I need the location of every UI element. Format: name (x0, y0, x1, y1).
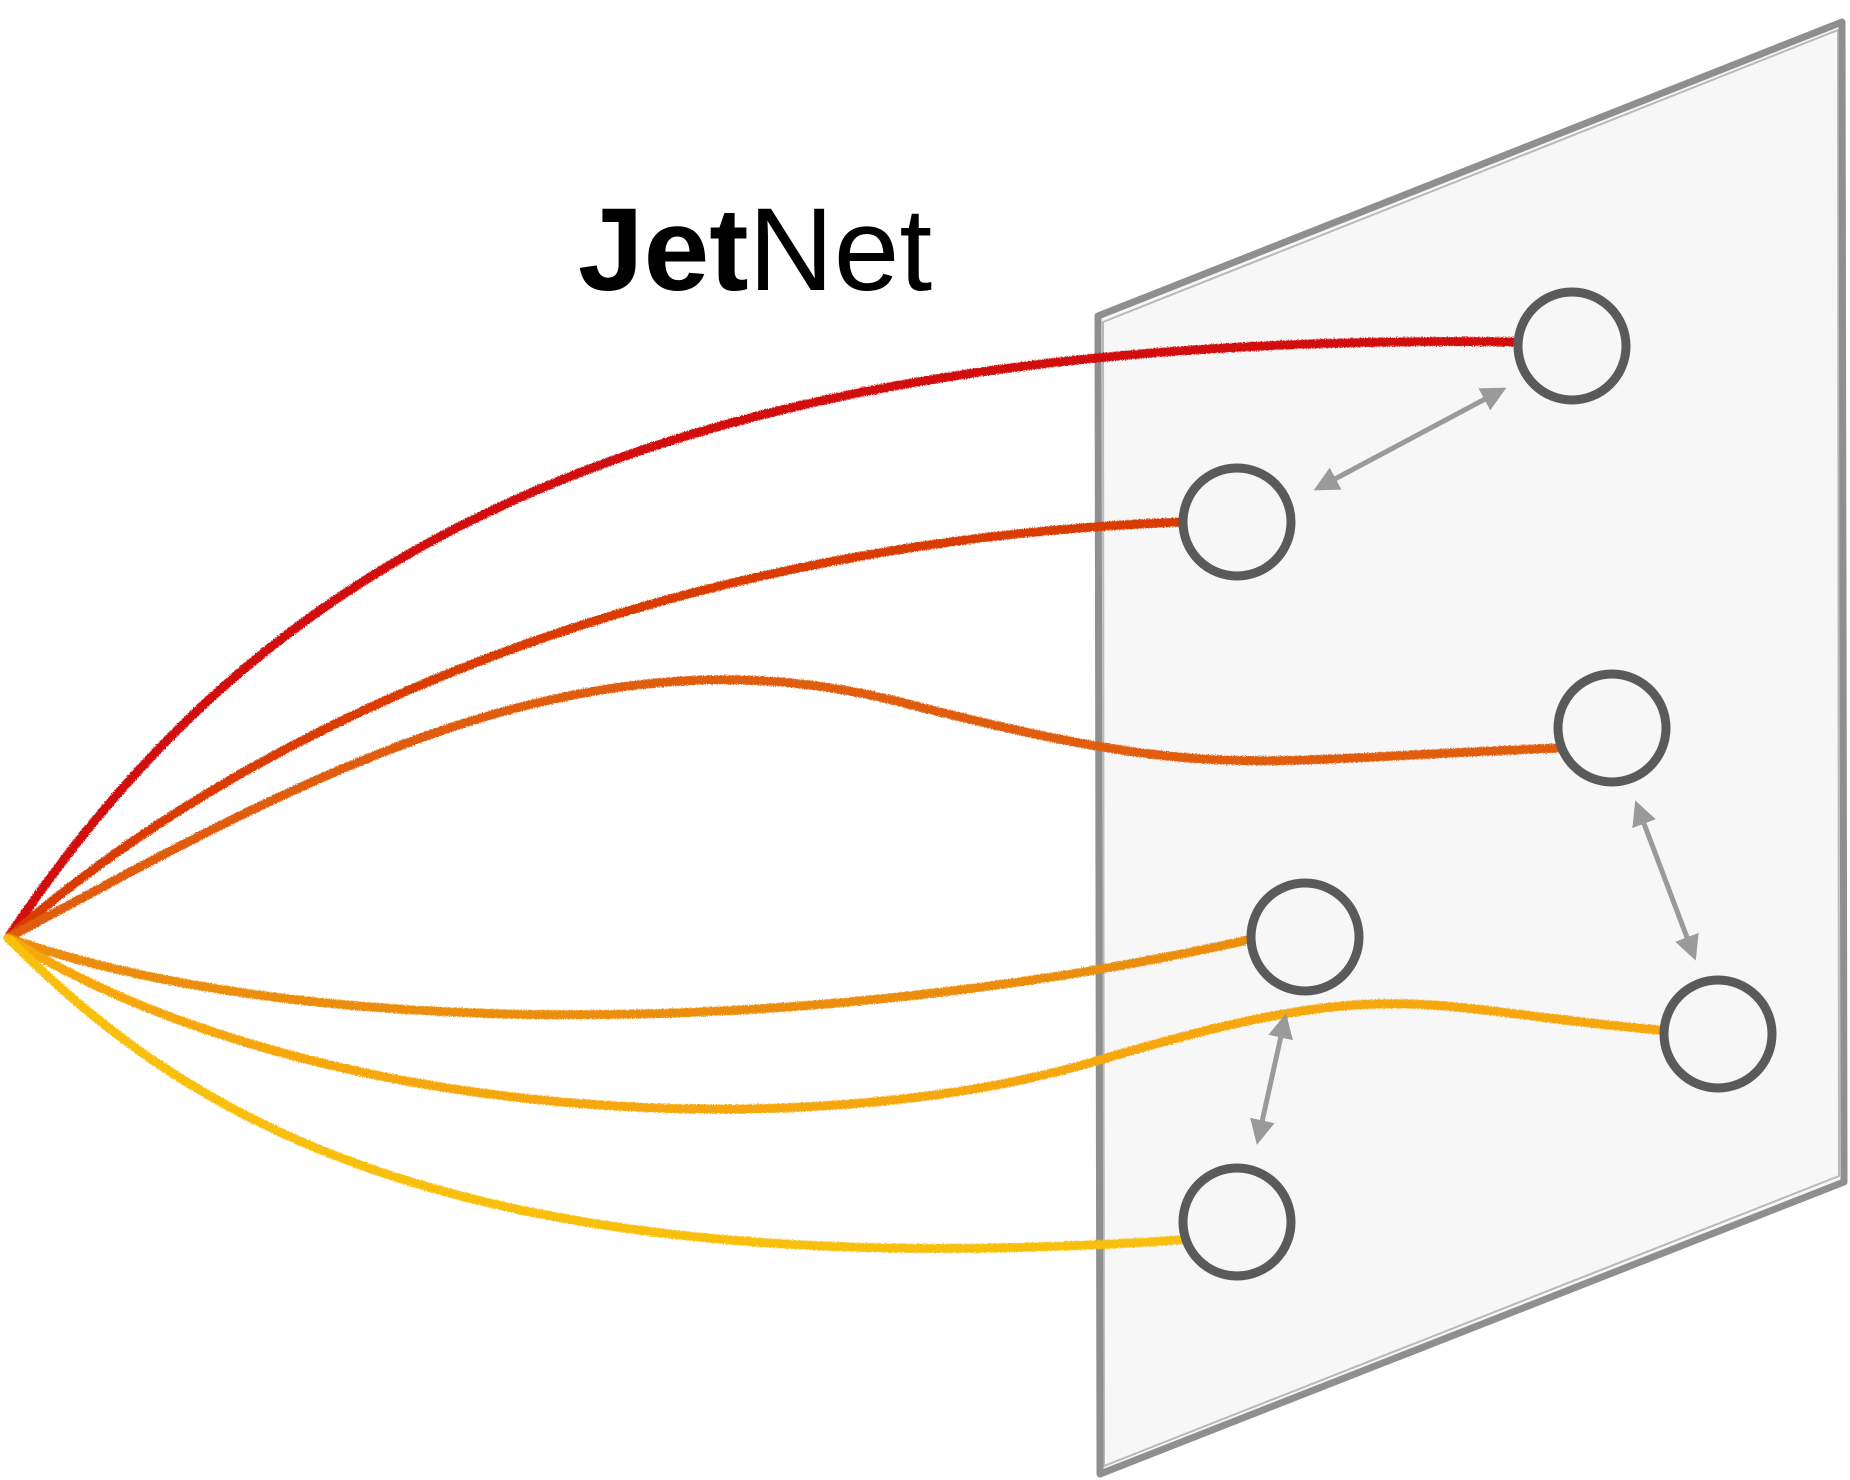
particle-6 (1183, 1168, 1291, 1276)
title-bold-part: Jet (578, 184, 749, 316)
title-light-part: Net (749, 184, 933, 316)
particle-3 (1558, 674, 1666, 782)
diagram-title: JetNet (578, 184, 932, 316)
jet-4 (8, 938, 1248, 1015)
particle-5 (1664, 980, 1772, 1088)
particle-2 (1183, 468, 1291, 576)
particle-1 (1518, 292, 1626, 400)
particle-4 (1251, 883, 1359, 991)
